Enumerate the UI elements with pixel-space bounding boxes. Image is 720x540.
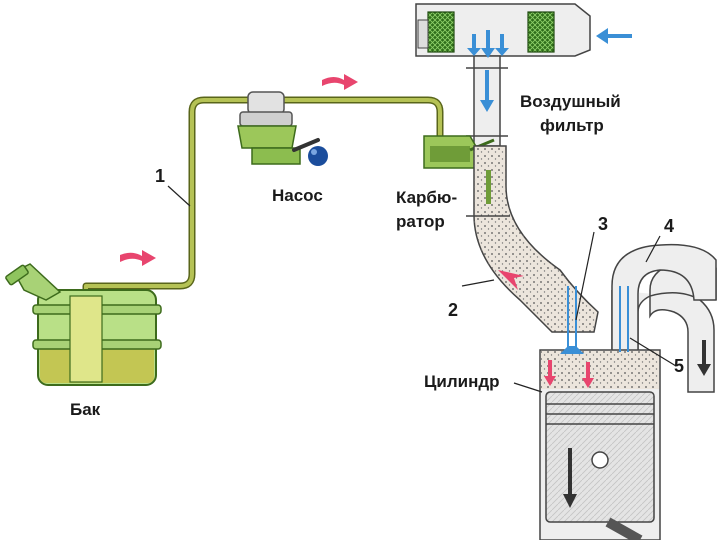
filter-element-left: [427, 11, 455, 53]
exhaust-valve: [619, 286, 629, 352]
cylinder-label: Цилиндр: [424, 372, 500, 391]
fuel-line-inner: [84, 98, 442, 302]
air-filter-label-line1: Воздушный: [520, 92, 621, 111]
carburetor-label-line2: ратор: [396, 212, 445, 231]
fuel-tank: [5, 263, 162, 386]
leader-5: [629, 337, 677, 367]
tank-filler-neck: [5, 263, 62, 301]
leader-4: [645, 235, 661, 263]
air-filter: [415, 3, 591, 57]
filter-element-right: [527, 11, 555, 53]
leader-cylinder: [513, 382, 543, 393]
carburetor: [423, 135, 495, 169]
air-flow-arrow: [467, 28, 632, 112]
air-filter-label-line2: фильтр: [540, 116, 604, 135]
exhaust-arrow: [697, 340, 711, 376]
leader-2: [461, 279, 495, 287]
fuel-pump: [237, 91, 328, 166]
leader-3: [575, 231, 595, 321]
pump-label: Насос: [272, 186, 323, 205]
cylinder: [539, 349, 661, 540]
callout-2: 2: [448, 300, 459, 320]
callout-3: 3: [598, 214, 609, 234]
callout-1: 1: [155, 166, 166, 186]
leader-1: [167, 185, 191, 207]
callout-4: 4: [664, 216, 675, 236]
callout-5: 5: [674, 356, 685, 376]
tank-label: Бак: [70, 400, 101, 419]
piston-down-arrow: [563, 448, 577, 508]
carburetor-label-line1: Карбю-: [396, 188, 458, 207]
pump-cam-icon: [308, 146, 328, 166]
fuel-flow-arrow: [120, 74, 594, 388]
connecting-rod: [605, 517, 643, 540]
